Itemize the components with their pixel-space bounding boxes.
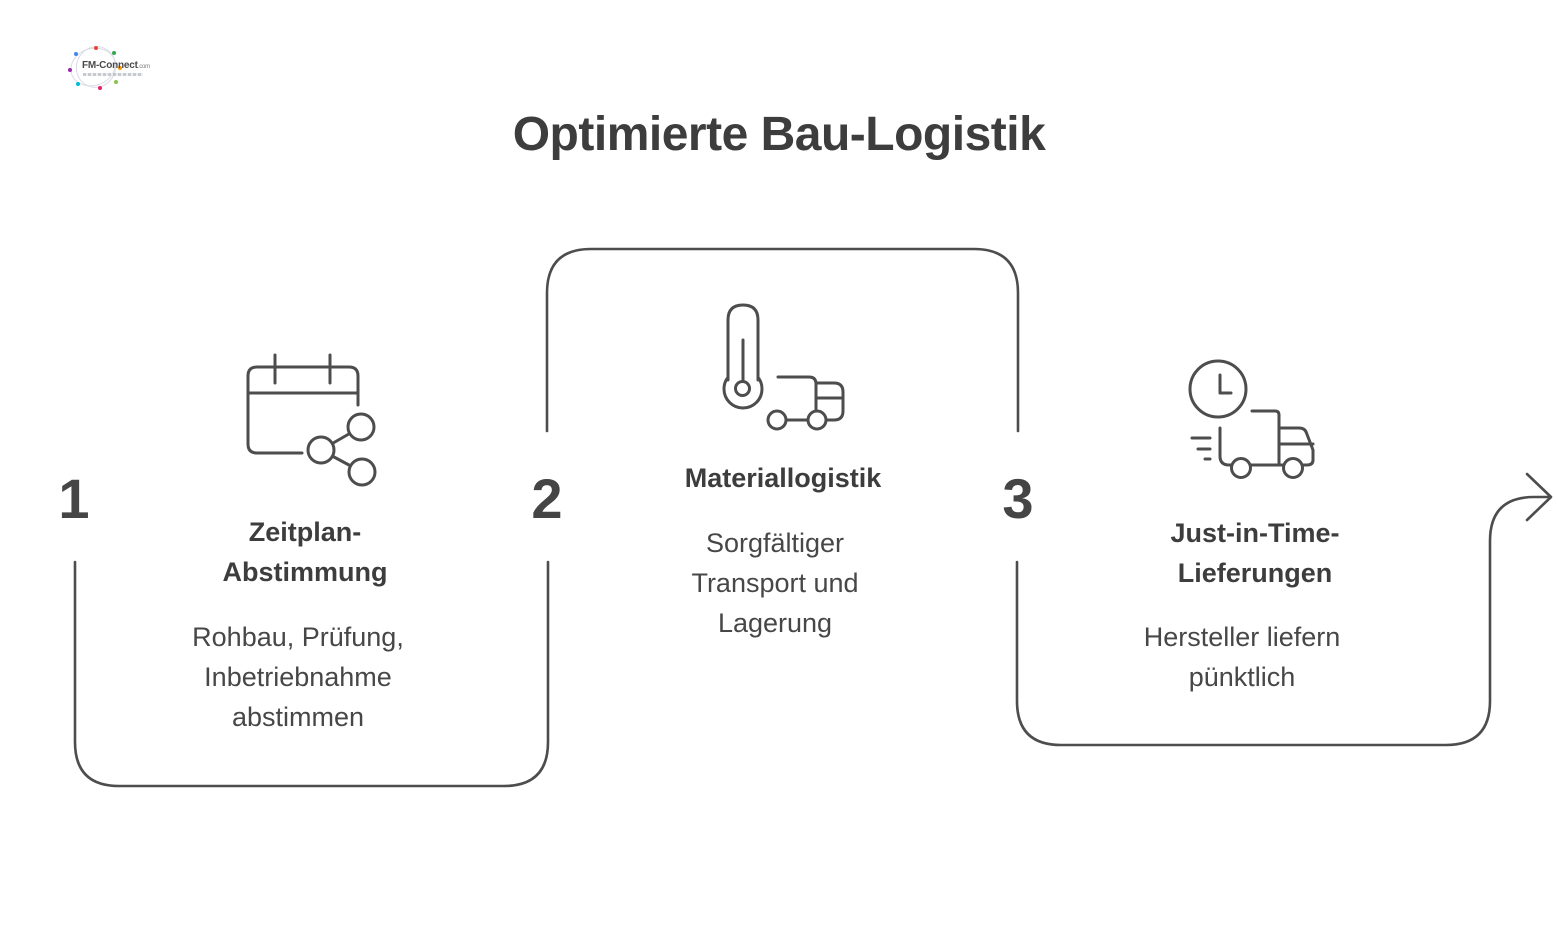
step-2-description: Sorgfältiger Transport und Lagerung xyxy=(691,528,859,638)
thermometer-inner-circle xyxy=(734,380,751,397)
logo-dot xyxy=(68,68,72,72)
step-3-description: Hersteller liefern pünktlich xyxy=(1143,622,1341,692)
connector-segment-3-to-end xyxy=(1015,495,1552,747)
truck-body-left xyxy=(1218,426,1234,467)
logo-dot xyxy=(94,46,98,50)
calendar-outline xyxy=(246,365,360,455)
logo-dot xyxy=(112,51,116,55)
step-number-3: 3 xyxy=(1002,467,1034,530)
truck-cab xyxy=(814,381,845,422)
logo-dot xyxy=(98,86,102,90)
share-node xyxy=(347,457,377,487)
fm-connect-logo: FM-Connect.com xyxy=(65,39,168,95)
truck-wheel xyxy=(766,409,788,431)
logo-dot xyxy=(76,82,80,86)
logo-tld: .com xyxy=(137,64,150,70)
truck-wheel xyxy=(806,409,828,431)
truck-wheel xyxy=(1230,457,1252,479)
clock-delivery-truck-icon xyxy=(1188,359,1315,479)
clock-face xyxy=(1188,359,1248,419)
truck-body-top xyxy=(1250,409,1281,467)
clock-hands xyxy=(1218,373,1233,395)
flow-arrow-icon xyxy=(1525,472,1553,522)
thermometer-truck-icon xyxy=(722,303,845,431)
step-3-title: Just-in-Time- Lieferungen xyxy=(1170,518,1340,588)
logo-dot xyxy=(114,80,118,84)
speed-lines xyxy=(1190,436,1212,461)
step-1-title: Zeitplan- Abstimmung xyxy=(222,517,388,587)
connector-segment-1-to-2 xyxy=(73,560,550,788)
calendar-share-icon xyxy=(246,353,377,487)
logo-wordmark: FM-Connect.com xyxy=(82,60,150,71)
logo-tagline xyxy=(83,73,143,76)
step-1-description: Rohbau, Prüfung, Inbetriebnahme abstimme… xyxy=(192,622,404,732)
page-title: Optimierte Bau-Logistik xyxy=(512,108,1046,161)
logo-name: FM-Connect xyxy=(82,60,138,71)
logo-dot xyxy=(74,52,78,56)
step-number-2: 2 xyxy=(531,467,563,530)
share-node xyxy=(346,412,376,442)
step-number-1: 1 xyxy=(58,467,90,530)
connector-segment-2-to-3 xyxy=(545,247,1020,433)
logo-dot xyxy=(118,66,122,70)
truck-wheel xyxy=(1282,457,1304,479)
step-2-title: Materiallogistik xyxy=(684,463,882,493)
share-node xyxy=(306,435,336,465)
truck-cab xyxy=(1277,426,1315,467)
